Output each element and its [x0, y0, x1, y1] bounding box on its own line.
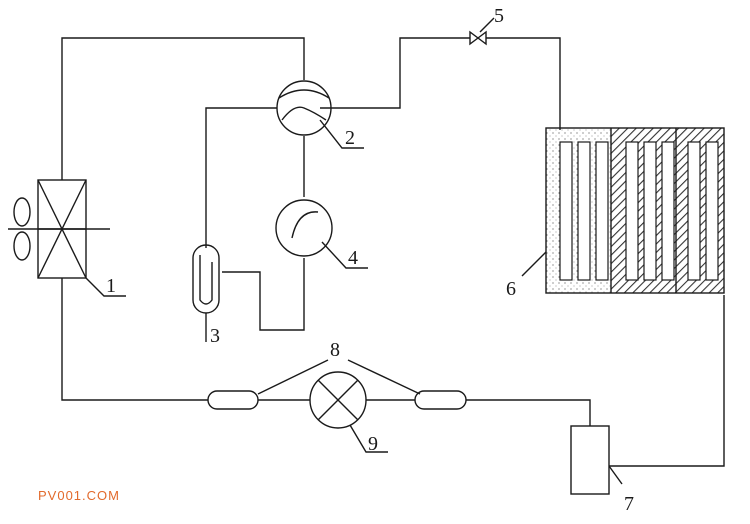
label-9: 9 [368, 433, 378, 455]
accumulator [192, 244, 220, 314]
receiver-tank [570, 425, 610, 495]
shutoff-valve [469, 30, 487, 46]
label-3: 3 [210, 325, 220, 347]
storage-tank [545, 127, 725, 294]
label-5: 5 [494, 5, 504, 27]
compressor [275, 199, 333, 257]
filter-right [414, 390, 467, 410]
leader-lines [85, 17, 623, 485]
piping [61, 37, 725, 467]
coil-tubes [559, 141, 719, 281]
label-7: 7 [624, 493, 634, 515]
label-6: 6 [506, 278, 516, 300]
label-2: 2 [345, 127, 355, 149]
label-4: 4 [348, 247, 358, 269]
four-way-valve [276, 80, 332, 136]
expansion-valve [309, 371, 367, 429]
fan-icon [8, 197, 110, 261]
label-1: 1 [106, 275, 116, 297]
watermark: PV001.COM [38, 488, 120, 503]
label-8: 8 [330, 339, 340, 361]
filter-left [207, 390, 259, 410]
